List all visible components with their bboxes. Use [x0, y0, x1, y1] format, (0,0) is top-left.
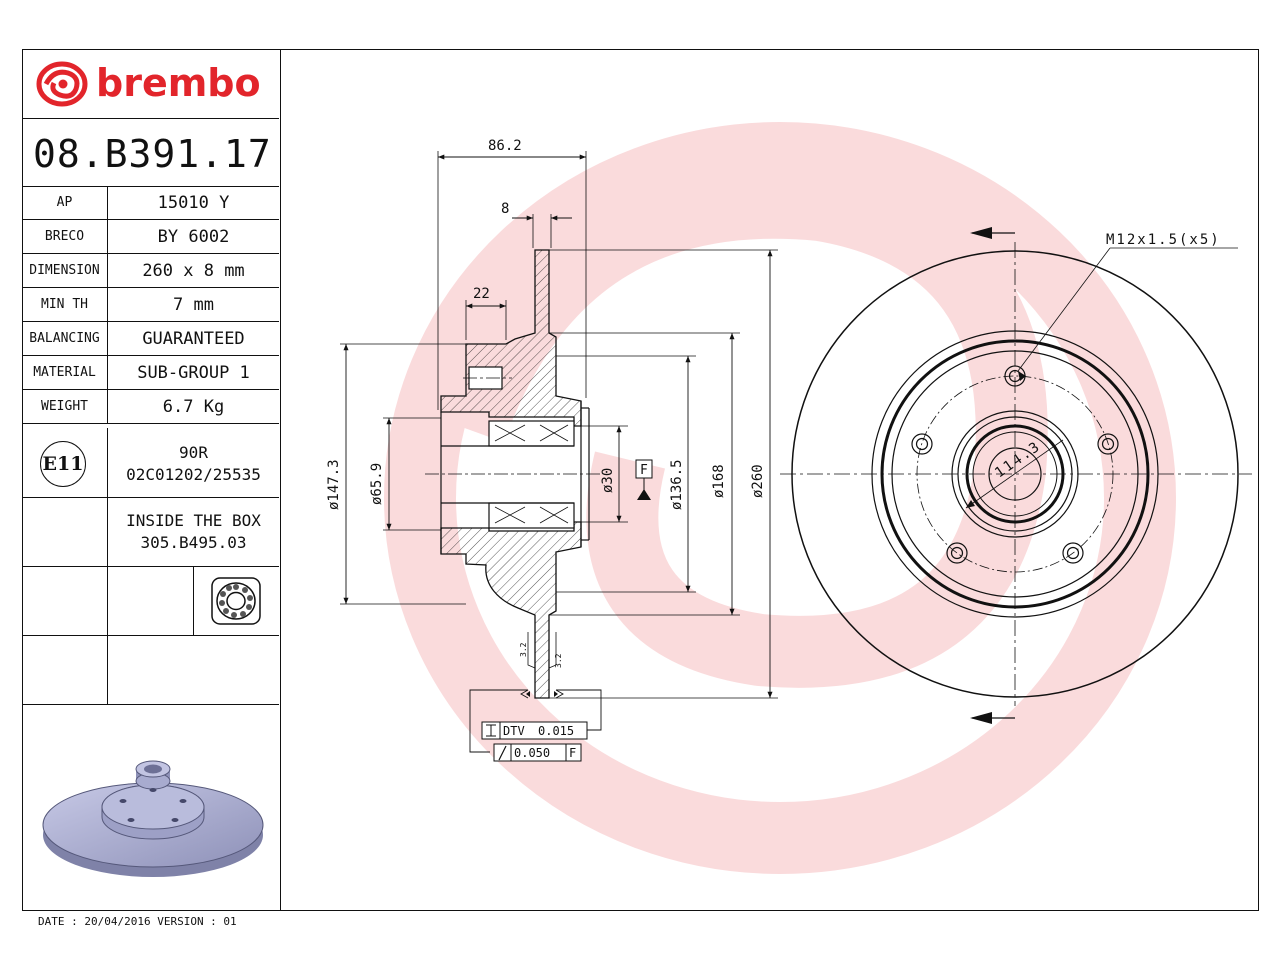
bearing-section — [488, 420, 575, 529]
certification-key-cell: E11 — [22, 428, 108, 497]
runout-icon — [498, 745, 507, 761]
certification-row: E11 90R 02C01202/25535 — [22, 428, 279, 498]
brembo-logo-icon — [36, 61, 88, 107]
dim-outer: ø260 — [750, 464, 766, 498]
brake-disc-render — [42, 760, 264, 877]
certification-line1: 90R — [179, 443, 208, 462]
inside-box-row: INSIDE THE BOX 305.B495.03 — [22, 498, 279, 567]
spec-value: 15010 Y — [107, 186, 279, 220]
dim-outer-hub: ø147.3 — [326, 459, 342, 510]
spec-value: GUARANTEED — [107, 321, 279, 356]
certification-value: 90R 02C01202/25535 — [108, 442, 279, 486]
bearing-row-cell — [108, 567, 194, 635]
certification-line2: 02C01202/25535 — [126, 465, 261, 484]
section-arrow-bottom-icon — [970, 712, 992, 724]
bearing-row — [22, 567, 279, 636]
logo-box: brembo — [22, 49, 279, 119]
datum-label: F — [640, 463, 648, 478]
dim-bore: ø65.9 — [369, 463, 385, 505]
section-view: 86.2 8 22 ø147.3 ø65.9 ø30 ø136.5 ø168 ø… — [326, 138, 778, 762]
dim-hub-offset: 22 — [473, 286, 490, 302]
part-number: 08.B391.17 — [33, 132, 272, 176]
spec-value: 7 mm — [107, 287, 279, 322]
roughness-b: 3.2 — [554, 653, 563, 668]
runout-ref: F — [569, 746, 576, 760]
spec-value: 6.7 Kg — [107, 389, 279, 424]
section-arrow-top-icon — [970, 227, 992, 239]
spec-key: MIN TH — [22, 287, 108, 322]
bearing-icon — [211, 577, 261, 625]
empty-row — [22, 636, 279, 705]
inside-box-key-cell — [22, 498, 108, 566]
dtv-label: DTV — [503, 724, 525, 738]
spec-key: BRECO — [22, 219, 108, 254]
spec-value: 260 x 8 mm — [107, 253, 279, 288]
dim-disc-thickness: 8 — [501, 201, 509, 217]
brand-name: brembo — [96, 61, 261, 105]
spec-key: BALANCING — [22, 321, 108, 356]
brembo-watermark — [384, 122, 1176, 874]
spec-key: WEIGHT — [22, 389, 108, 424]
inside-box-value: INSIDE THE BOX 305.B495.03 — [108, 510, 279, 554]
dim-bearing: ø30 — [600, 468, 616, 493]
spec-value: BY 6002 — [107, 219, 279, 254]
spec-key: AP — [22, 186, 108, 220]
dim-hub-face: ø136.5 — [669, 459, 685, 510]
footer-date-version: DATE : 20/04/2016 VERSION : 01 — [38, 915, 237, 928]
spec-key: DIMENSION — [22, 253, 108, 288]
technical-drawing: 86.2 8 22 ø147.3 ø65.9 ø30 ø136.5 ø168 ø… — [326, 122, 1252, 874]
drawing-sheet-frame — [22, 49, 1259, 911]
e11-mark: E11 — [40, 441, 86, 487]
flatness-icon — [486, 724, 496, 737]
dim-total-width: 86.2 — [488, 138, 522, 154]
spec-key: MATERIAL — [22, 355, 108, 390]
spec-value: SUB-GROUP 1 — [107, 355, 279, 390]
inside-box-line2: 305.B495.03 — [140, 533, 247, 552]
tolerance-frame — [481, 721, 588, 762]
datum-triangle-icon — [637, 489, 651, 500]
part-number-box: 08.B391.17 — [22, 118, 279, 187]
empty-row-cell — [22, 636, 108, 704]
front-view — [780, 232, 1252, 719]
bearing-row-cell — [22, 567, 108, 635]
thread-spec: M12x1.5(x5) — [1106, 232, 1221, 248]
dim-inner: ø168 — [711, 464, 727, 498]
runout-value: 0.050 — [514, 746, 550, 760]
hub-lower-section — [440, 521, 582, 699]
roughness-a: 3.2 — [519, 642, 528, 657]
inside-box-line1: INSIDE THE BOX — [126, 511, 261, 530]
dtv-value: 0.015 — [538, 724, 574, 738]
